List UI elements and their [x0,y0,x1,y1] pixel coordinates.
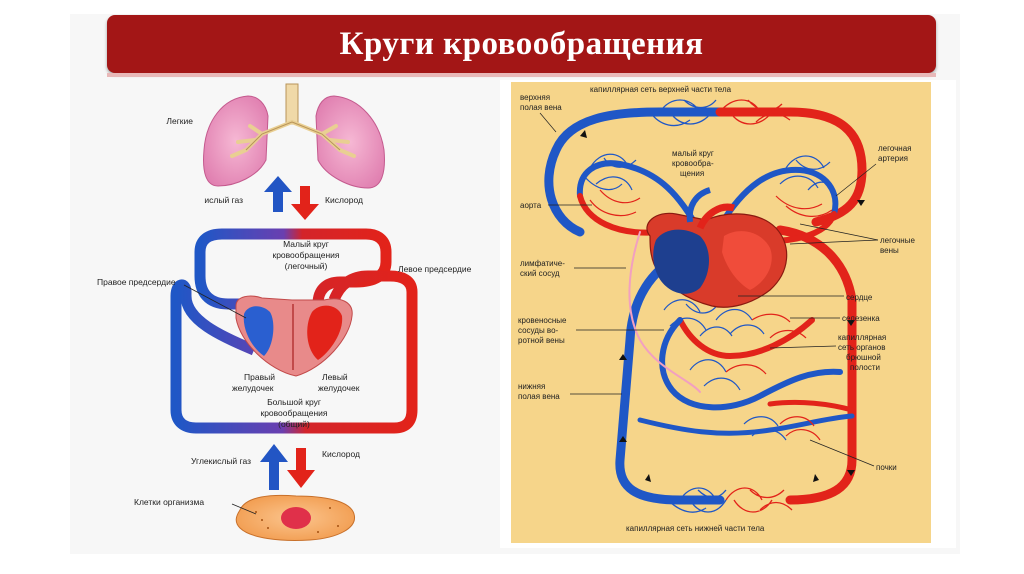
ivc-line2: полая вена [518,392,560,401]
small-circle-r-line2: кровообра- [672,159,714,168]
aorta-label: аорта [520,201,542,210]
spleen-label: селезенка [842,314,880,323]
abd-line3: брюшной [846,353,881,362]
o2-down-arrow-icon [291,186,319,220]
o2-down-arrow-bottom-icon [287,448,315,488]
svc-line1: верхняя [520,93,550,102]
small-circle-line2: кровообращения [272,250,339,260]
kidneys-label: почки [876,463,897,472]
lungs-label: Легкие [166,116,193,126]
ivc-line1: нижняя [518,382,545,391]
heart-icon [236,296,352,376]
right-diagram: капиллярная сеть верхней части тела верх… [500,80,956,548]
small-circle-line3: (легочный) [285,261,328,271]
small-circle-r-line3: щения [680,169,704,178]
lungs-icon [204,84,385,188]
left-ventricle-line1: Левый [322,372,348,382]
o2-top-label: Кислород [325,195,363,205]
left-diagram: Легкие ислый газ Кислород Малый круг кро… [97,84,472,541]
portal-line2: сосуды во- [518,326,559,335]
pulm-artery-line2: артерия [878,154,908,163]
heart-label: сердце [846,293,873,302]
capillary-bottom-label: капиллярная сеть нижней части тела [626,524,765,533]
lymph-line2: ский сосуд [520,269,560,278]
cell-icon [236,495,354,540]
pulm-artery-line1: легочная [878,144,912,153]
small-circle-line1: Малый круг [283,239,329,249]
right-ventricle-line2: желудочек [232,383,274,393]
co2-top-label: ислый газ [204,195,243,205]
cells-label: Клетки организма [134,497,204,507]
small-circle-r-line1: малый круг [672,149,714,158]
o2-bottom-label: Кислород [322,449,360,459]
big-circle-line3: (общий) [278,419,310,429]
abd-line4: полости [850,363,880,372]
co2-up-arrow-icon [264,176,292,212]
pulm-veins-line2: вены [880,246,899,255]
pulm-veins-line1: легочные [880,236,915,245]
lymph-line1: лимфатиче- [520,259,565,268]
left-atrium-label: Левое предсердие [398,264,472,274]
abd-line2: сеть органов [838,343,885,352]
right-panel-background [511,82,931,543]
right-atrium-label: Правое предсердие [97,277,176,287]
capillary-top-label: капиллярная сеть верхней части тела [590,85,732,94]
svc-line2: полая вена [520,103,562,112]
right-ventricle-line1: Правый [244,372,275,382]
left-ventricle-line2: желудочек [318,383,360,393]
co2-bottom-label: Углекислый газ [191,456,251,466]
portal-line1: кровеносные [518,316,567,325]
portal-line3: ротной вены [518,336,565,345]
abd-line1: капиллярная [838,333,886,342]
big-circle-line2: кровообращения [260,408,327,418]
co2-up-arrow-bottom-icon [260,444,288,490]
big-circle-line1: Большой круг [267,397,321,407]
